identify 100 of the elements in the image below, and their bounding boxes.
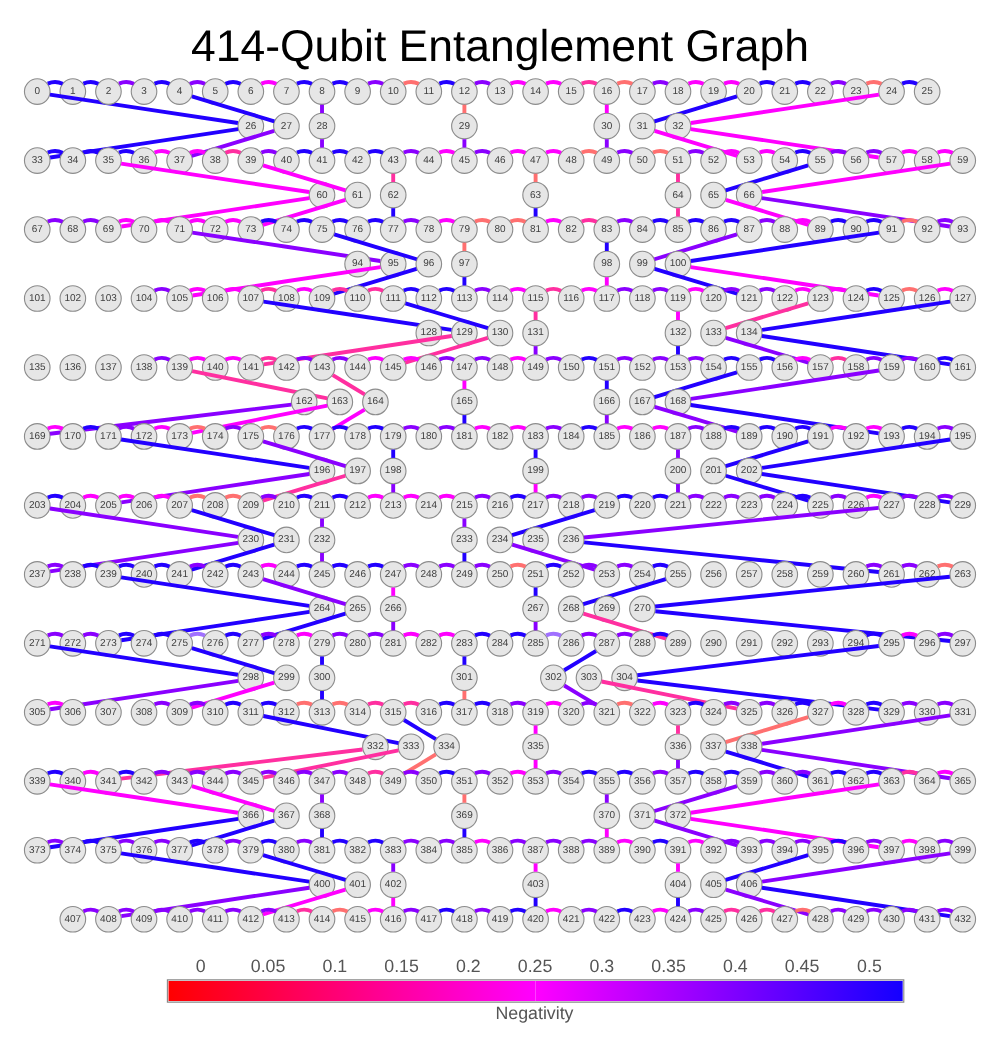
connector (901, 838, 918, 845)
connector (616, 700, 633, 707)
connector (830, 700, 847, 707)
connector (391, 622, 396, 631)
connector (901, 80, 918, 86)
connector (725, 473, 809, 503)
connector (153, 631, 171, 638)
connector (120, 747, 363, 781)
connector (191, 94, 275, 124)
connector (533, 759, 538, 769)
connector (937, 218, 954, 224)
connector (690, 265, 879, 298)
connector (474, 838, 491, 845)
connector (474, 218, 491, 224)
connector (189, 218, 206, 224)
connector (723, 838, 740, 845)
connector (462, 553, 467, 562)
connector (533, 346, 538, 355)
connector (474, 80, 491, 86)
label: 0.25 (517, 955, 553, 976)
connector (320, 553, 324, 562)
connector (224, 700, 242, 707)
connector (121, 472, 310, 505)
connector (676, 208, 680, 217)
connector (331, 149, 349, 155)
connector (49, 816, 239, 850)
connector (82, 838, 99, 845)
label: 0.15 (384, 955, 419, 976)
connector (725, 335, 809, 365)
connector (545, 631, 562, 638)
connector (725, 887, 809, 917)
connector (403, 149, 420, 155)
connector (47, 562, 64, 569)
connector (118, 562, 135, 569)
connector (637, 678, 880, 712)
connector (901, 562, 918, 569)
connector (331, 769, 349, 776)
connector (655, 609, 951, 643)
connector (474, 562, 491, 569)
connector (403, 907, 420, 914)
connector (654, 574, 950, 609)
connector (830, 769, 847, 776)
connector (830, 80, 847, 86)
connector (604, 380, 609, 389)
connector (438, 286, 455, 293)
connector (937, 562, 954, 569)
connector (794, 907, 811, 914)
connector (224, 287, 242, 293)
connector (604, 242, 609, 251)
connector (404, 335, 489, 365)
connector (462, 656, 467, 665)
connector (604, 104, 609, 114)
connector (604, 277, 609, 286)
connector (511, 542, 596, 572)
connector (224, 769, 242, 776)
connector (189, 424, 206, 431)
connector (474, 493, 491, 500)
connector (118, 493, 135, 500)
connector (761, 885, 951, 919)
connector (260, 286, 277, 293)
label: Negativity (495, 1002, 574, 1023)
connector (509, 493, 527, 500)
connector (533, 484, 538, 493)
connector (82, 631, 99, 638)
connector (759, 218, 776, 224)
connector (82, 149, 99, 155)
connector (260, 631, 277, 638)
connector (687, 424, 705, 431)
connector (367, 80, 384, 86)
connector (604, 139, 609, 148)
connector (191, 646, 275, 675)
connector (191, 818, 275, 848)
connector (331, 373, 366, 396)
connector (260, 218, 277, 224)
connector (865, 80, 883, 86)
connector (652, 700, 669, 707)
connector (438, 493, 455, 500)
connector (296, 631, 313, 638)
connector (367, 769, 384, 776)
connector (582, 611, 667, 641)
connector (865, 631, 883, 638)
connector (262, 577, 347, 606)
connector (331, 700, 349, 707)
connector (901, 286, 918, 293)
connector (331, 838, 349, 845)
connector (367, 700, 384, 707)
connector (690, 127, 879, 160)
connector (687, 769, 705, 776)
connector (545, 562, 562, 569)
connector (830, 286, 847, 293)
connector (937, 493, 954, 500)
connector (761, 299, 951, 332)
connector (224, 493, 242, 500)
connector (653, 370, 738, 400)
connector (652, 631, 669, 638)
connector (462, 690, 467, 700)
connector (937, 355, 954, 362)
connector (830, 149, 847, 155)
connector (191, 508, 275, 537)
connector (654, 129, 738, 158)
